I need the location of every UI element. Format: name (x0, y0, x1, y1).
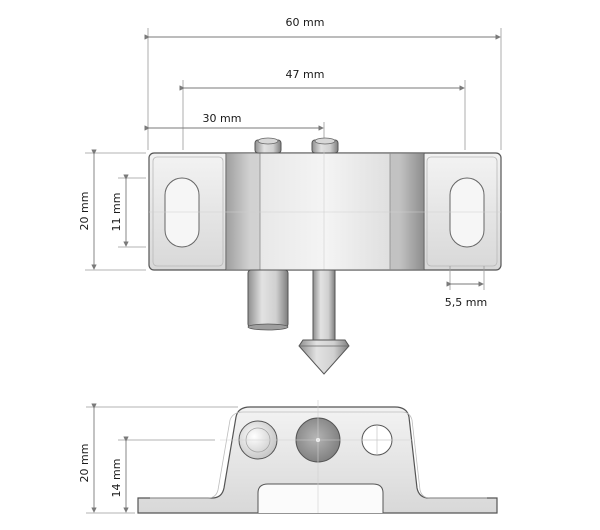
dimension-pin-height: 14 mm (110, 436, 215, 513)
dimension-slot-width: 5,5 mm (445, 266, 487, 309)
barrel-body (225, 152, 425, 271)
label-side-height: 20 mm (78, 444, 91, 483)
label-slot-length: 11 mm (110, 193, 123, 232)
left-slot (164, 177, 200, 248)
dimension-hole-spacing: 47 mm (179, 68, 466, 150)
bracket-arch (257, 483, 384, 513)
dimension-side-height: 20 mm (78, 403, 238, 514)
label-front-height: 20 mm (78, 192, 91, 231)
label-hole-spacing: 47 mm (286, 68, 325, 81)
guide-pin (247, 269, 289, 328)
label-overall-width: 60 mm (286, 16, 325, 29)
label-slot-width: 5,5 mm (445, 296, 487, 309)
label-pin-height: 14 mm (110, 459, 123, 498)
side-view (137, 400, 498, 514)
locking-pin (312, 269, 336, 341)
locking-pin-tip (298, 339, 350, 375)
label-center-offset: 30 mm (203, 112, 242, 125)
dimension-slot-length: 11 mm (110, 174, 146, 248)
right-slot (449, 177, 485, 248)
dimension-front-height: 20 mm (78, 149, 146, 271)
dimension-overall-width: 60 mm (144, 16, 502, 150)
dimension-center-offset: 30 mm (144, 112, 325, 150)
front-view (148, 137, 502, 375)
